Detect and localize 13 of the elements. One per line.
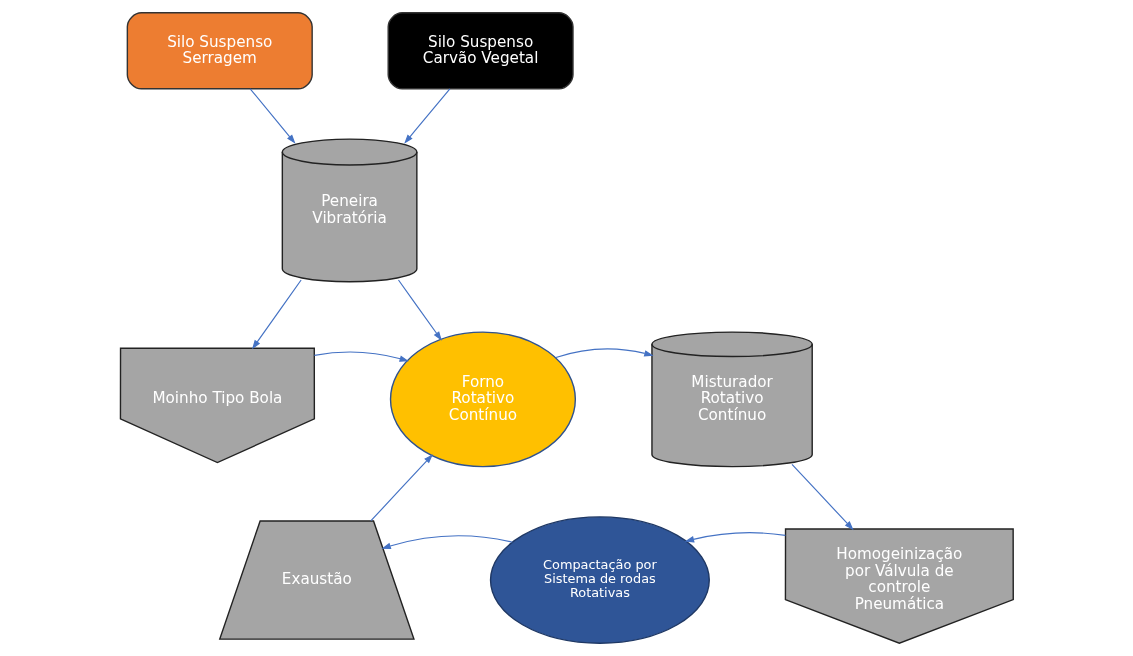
arrow [249,88,295,144]
arrow [251,279,302,350]
arrow [369,454,433,522]
arrow [381,535,513,550]
arrow [684,532,786,543]
arrow [313,351,409,362]
node-ellipse: Compactação por Sistema de rodas Rotativas [489,516,710,644]
node-box: Silo Suspenso Serragem [126,12,313,90]
arrow [403,88,450,144]
arrow [397,279,442,341]
arrow [790,463,854,531]
node-box: Silo Suspenso Carvão Vegetal [387,12,574,90]
arrow [554,348,654,359]
